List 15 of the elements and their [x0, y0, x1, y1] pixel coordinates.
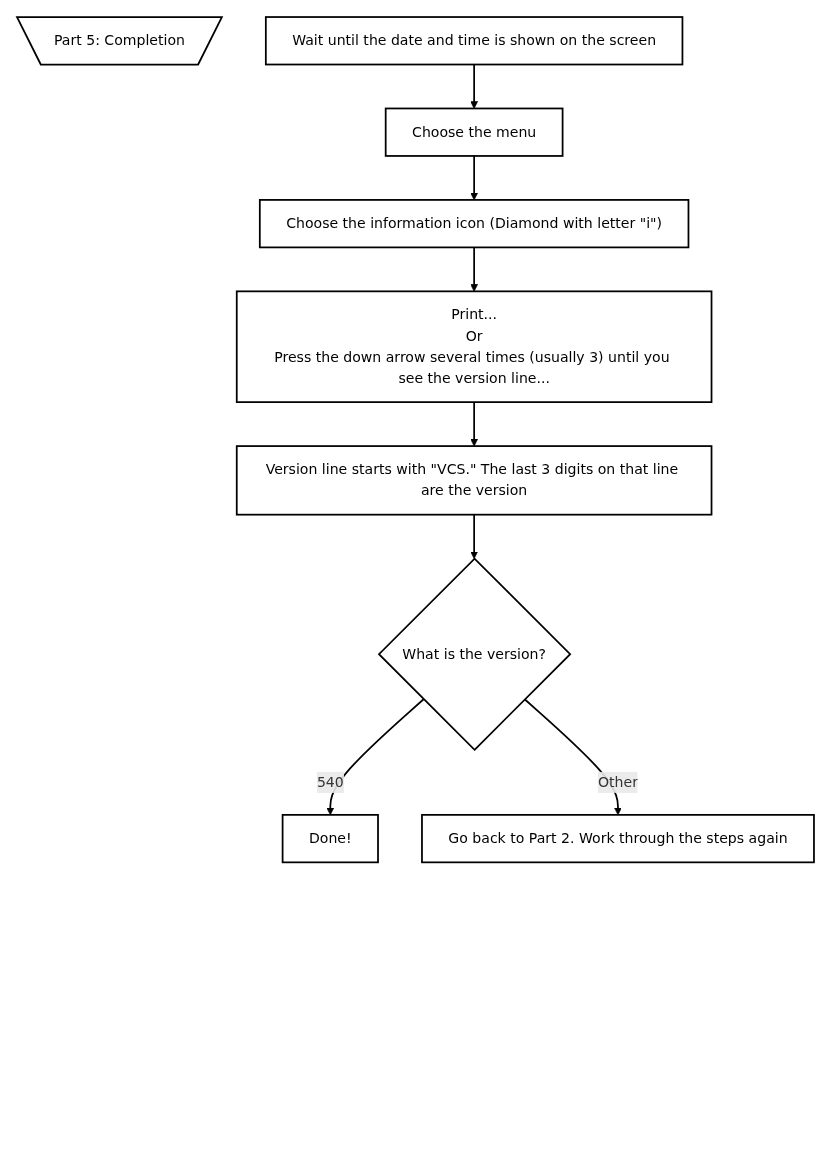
arrow [470, 513, 478, 559]
node-box: Print... Or Press the down arrow several times (usually 3) until you see the version line... [235, 290, 713, 403]
node-diamond: What is the version? [377, 557, 572, 752]
node-box: Version line starts with "VCS." The last 3 digits on that line are the version [235, 445, 713, 516]
node-box: Choose the menu [384, 107, 564, 157]
node-box: Go back to Part 2. Work through the steps again [421, 814, 815, 864]
node-box: Wait until the date and time is shown on the screen [264, 16, 684, 66]
arrow [470, 401, 478, 447]
edge-label: Other [597, 773, 638, 791]
node-box: Done! [281, 814, 379, 864]
edge-label: 540 [316, 773, 344, 791]
arrow [470, 155, 478, 201]
node-box: Choose the information icon (Diamond with letter "i") [258, 199, 690, 249]
arrow [470, 246, 478, 292]
arrow [470, 63, 478, 109]
